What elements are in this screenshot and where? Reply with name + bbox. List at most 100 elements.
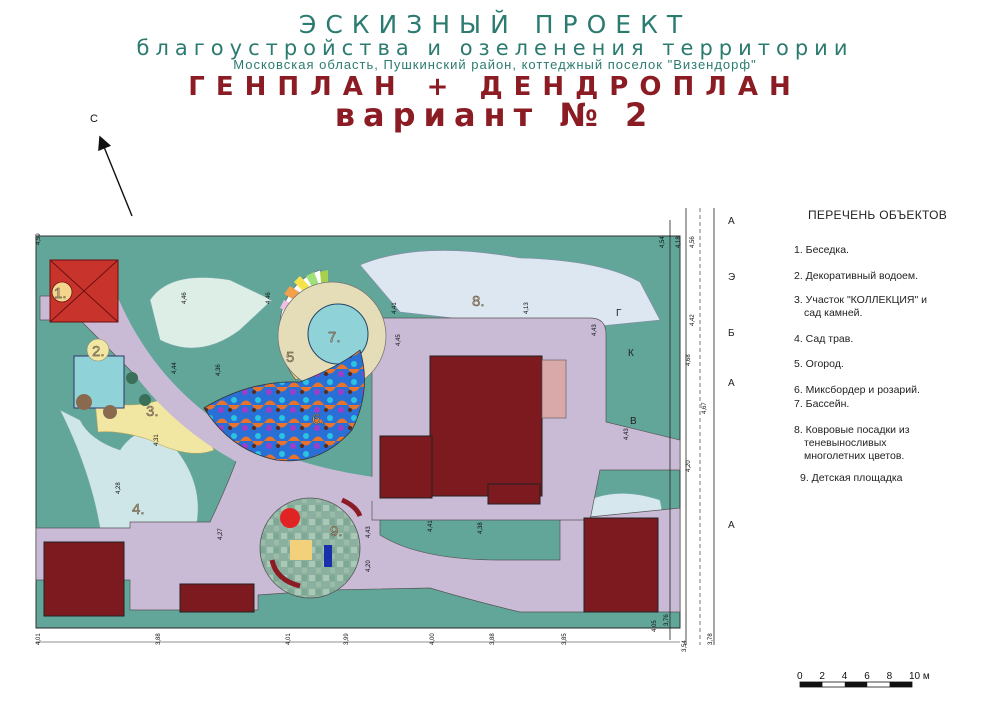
legend-item-line: теневыносливых [804, 437, 887, 449]
marker-9: 9. [330, 523, 343, 540]
title-line-1: ЭСКИЗНЫЙ ПРОЕКТ [298, 10, 692, 39]
shade-carpet-planting [359, 250, 661, 331]
mixborder-rose-garden [203, 349, 365, 462]
legend-item-line: сад камней. [804, 307, 863, 319]
elevation: 4,38 [478, 522, 484, 534]
section-letter: А [728, 216, 735, 227]
legend-item-line: 1. Беседка. [794, 244, 849, 256]
legend-item: 1. Беседка. [794, 244, 990, 257]
marker-8: 8. [472, 293, 485, 310]
elevation: 4,59 [36, 233, 42, 245]
shed [179, 583, 255, 613]
marker-7: 7. [328, 329, 341, 346]
elevation: 4,20 [366, 560, 372, 572]
legend-title: ПЕРЕЧЕНЬ ОБЪЕКТОВ [808, 208, 948, 222]
section-letter: Э [728, 272, 735, 283]
elevation: 4,01 [286, 633, 292, 645]
terrace [541, 359, 567, 419]
elevation: 4,43 [592, 324, 598, 336]
legend-item-line: 4. Сад трав. [794, 333, 854, 345]
legend-item-line: 5. Огород. [794, 358, 844, 370]
porch [487, 483, 541, 505]
scale-tick-label: 4 [842, 671, 848, 682]
legend-item-line: 9. Детская площадка [800, 472, 903, 484]
elevation: 4,68 [686, 354, 692, 366]
marker-2: 2. [92, 343, 105, 360]
scale-bar: 0 2 4 6 8 10 м [797, 671, 930, 688]
elevation: 4,27 [218, 528, 224, 540]
variant-title: вариант № 2 [334, 96, 656, 134]
elevation: 3,99 [344, 633, 350, 645]
garage [583, 517, 659, 613]
legend-item-line: 8. Ковровые посадки из [794, 424, 910, 436]
elevation: 4,54 [660, 236, 666, 248]
elevation: 3,78 [708, 633, 714, 645]
elevation: 4,41 [392, 302, 398, 314]
north-arrow [98, 135, 133, 217]
elevation: 4,44 [172, 362, 178, 374]
address-line: Московская область, Пушкинский район, ко… [233, 57, 757, 72]
elevation: 4,46 [182, 292, 188, 304]
elevation: 4,42 [690, 314, 696, 326]
house-annex [379, 435, 433, 499]
scale-tick-label: 10 м [909, 671, 930, 682]
diagonal-path [97, 300, 382, 502]
elevation: 3,54 [682, 640, 688, 652]
elevation: 4,00 [430, 633, 436, 645]
elevation: 4,67 [702, 402, 708, 414]
elevation: 4,20 [686, 460, 692, 472]
legend-item-line: 6. Миксбордер и розарий. [794, 384, 920, 396]
scale-tick-label: 2 [819, 671, 825, 682]
elevation: 4,46 [266, 292, 272, 304]
scale-tick-label: 8 [887, 671, 893, 682]
marker-6: 6. [312, 411, 325, 428]
scale-tick-label: 6 [864, 671, 870, 682]
marker-4: 4. [132, 501, 145, 518]
outbuilding [43, 541, 125, 617]
marker-5: 5 [286, 349, 294, 366]
elevation: 3,88 [156, 633, 162, 645]
section-letter: В [630, 416, 637, 427]
legend-item-line: 7. Бассейн. [794, 398, 850, 410]
north-label: С [90, 113, 98, 125]
section-letter: А [728, 378, 735, 389]
elevation: 3,76 [664, 614, 670, 626]
elevation: 3,88 [490, 633, 496, 645]
plan-type-title: ГЕНПЛАН + ДЕНДРОПЛАН [188, 72, 802, 102]
elevation: 4,36 [216, 364, 222, 376]
marker-3: 3. [146, 403, 159, 420]
elevation: 4,28 [116, 482, 122, 494]
elevation: 4,43 [624, 428, 630, 440]
elevation: 4,56 [690, 236, 696, 248]
scale-tick-label: 0 [797, 671, 803, 682]
elevation: 4,18 [676, 236, 682, 248]
legend-item: 2. Декоративный водоем. [794, 270, 990, 283]
legend-item: 4. Сад трав. [794, 333, 990, 346]
legend-item: 5. Огород. [794, 358, 990, 371]
marker-1: 1. [54, 285, 67, 302]
elevation: 4,45 [396, 334, 402, 346]
legend-item: 9. Детская площадка [800, 472, 990, 485]
legend-item-line: многолетних цветов. [804, 450, 905, 462]
elevation: 4,13 [524, 302, 530, 314]
section-letter: А [728, 520, 735, 531]
elevation: 4,05 [652, 620, 658, 632]
elevation: 4,01 [36, 633, 42, 645]
planting-bed [149, 277, 273, 349]
legend-item: 6. Миксбордер и розарий. [794, 384, 990, 397]
section-letter: К [628, 348, 634, 359]
elevation: 4,31 [154, 434, 160, 446]
title-line-2: благоустройства и озеленения территории [136, 36, 854, 60]
legend-item-line: 3. Участок "КОЛЛЕКЦИЯ" и [794, 294, 928, 306]
elevation: 4,41 [428, 520, 434, 532]
section-letter: Б [728, 328, 735, 339]
section-letter: Г [616, 308, 622, 319]
legend-item-line: 2. Декоративный водоем. [794, 270, 919, 282]
elevation: 3,85 [562, 633, 568, 645]
legend-item: 7. Бассейн. [794, 398, 990, 411]
main-house [429, 355, 543, 497]
elevation: 4,43 [366, 526, 372, 538]
